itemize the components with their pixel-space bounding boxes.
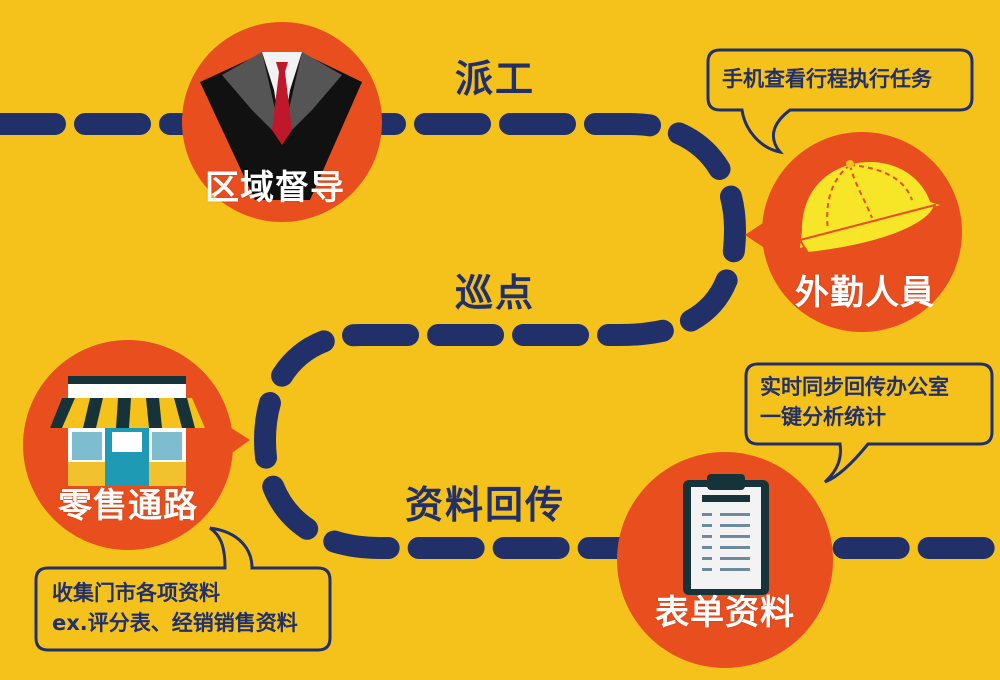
speech-bubble-field-staff: [706, 48, 974, 155]
bubble-text-retail-line1: 收集门市各项资料: [52, 581, 220, 605]
node-label-field-staff: 外勤人員: [795, 273, 935, 313]
cap-icon: [798, 160, 940, 255]
step-label-data-upload: 资料回传: [405, 483, 566, 527]
workflow-path: [0, 113, 1000, 559]
suit-tie-icon: [200, 52, 362, 200]
step-label-dispatch: 派工: [455, 57, 536, 101]
node-supervisor: [182, 22, 382, 222]
node-label-forms: 表单资料: [655, 593, 795, 633]
node-label-retail: 零售通路: [58, 486, 198, 526]
speech-bubble-forms: [744, 362, 994, 484]
storefront-icon: [50, 376, 205, 486]
node-field-staff: [745, 132, 962, 332]
node-forms: [617, 452, 833, 668]
speech-bubble-retail: [34, 526, 332, 652]
node-retail: [23, 340, 250, 550]
bubble-text-forms-line2: 一键分析统计: [760, 405, 886, 429]
bubble-text-field-staff: 手机查看行程执行任务: [722, 67, 932, 91]
bubble-text-retail-line2: ex.评分表、经销销售资料: [52, 611, 298, 635]
node-label-supervisor: 区域督导: [205, 168, 345, 208]
clipboard-icon: [683, 474, 769, 595]
bubble-text-forms-line1: 实时同步回传办公室: [760, 375, 949, 399]
step-label-patrol: 巡点: [455, 271, 536, 315]
